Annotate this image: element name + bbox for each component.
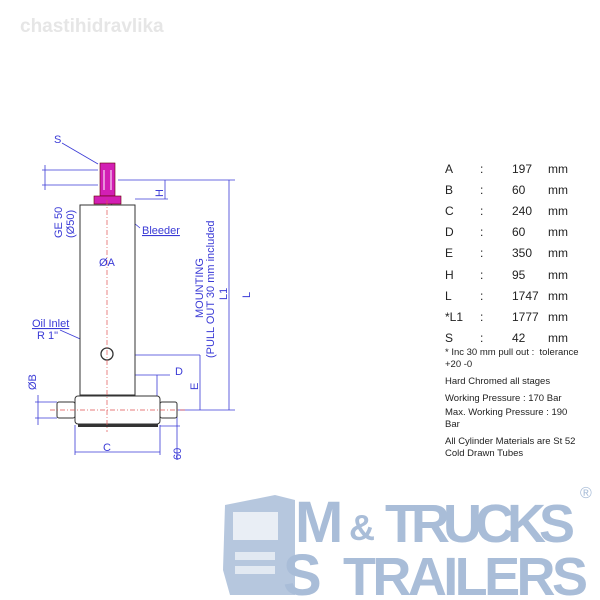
label-l: L bbox=[241, 292, 253, 298]
note-materials: All Cylinder Materials are St 52 Cold Dr… bbox=[445, 436, 576, 459]
note-working-pressure: Working Pressure : 170 Bar bbox=[445, 393, 562, 404]
cylinder-body bbox=[79, 204, 136, 396]
truck-icon bbox=[223, 495, 295, 595]
label-ge-dia: (Ø50) bbox=[65, 210, 77, 238]
note-pull-out: * Inc 30 mm pull out : tolerance +20 -0 bbox=[445, 347, 579, 370]
label-a: ØA bbox=[99, 257, 116, 269]
label-oil-inlet: Oil Inlet bbox=[32, 318, 69, 330]
logo-trucks: TRUCKS bbox=[385, 494, 575, 554]
label-bleeder: Bleeder bbox=[142, 225, 180, 237]
label-b: ØB bbox=[27, 374, 39, 390]
label-c: C bbox=[103, 442, 111, 454]
label-oil-inlet-size: R 1" bbox=[37, 330, 58, 342]
watermark: chastihidravlika bbox=[20, 16, 164, 37]
label-ge: GE 50 bbox=[53, 207, 65, 238]
spec-notes: * Inc 30 mm pull out : tolerance +20 -0 … bbox=[445, 347, 580, 465]
label-l1: L1 bbox=[218, 288, 230, 300]
top-eye bbox=[99, 162, 116, 197]
label-h: H bbox=[154, 189, 166, 197]
logo-ampersand: & bbox=[349, 507, 375, 548]
label-mounting: MOUNTING bbox=[194, 258, 206, 318]
note-chrome: Hard Chromed all stages bbox=[445, 376, 551, 387]
label-60: 60 bbox=[172, 448, 184, 460]
logo-m: M bbox=[295, 490, 343, 555]
label-pull-out: (PULL OUT 30 mm included bbox=[205, 220, 217, 358]
logo-registered: ® bbox=[580, 485, 592, 502]
label-s: S bbox=[54, 134, 61, 146]
label-e: E bbox=[189, 383, 201, 390]
logo-s: S bbox=[283, 543, 322, 600]
s-leader bbox=[61, 142, 99, 165]
logo-trailers: TRAILERS bbox=[343, 547, 588, 600]
company-logo: M S TRUCKS & TRAILERS ® bbox=[223, 485, 592, 600]
note-max-pressure: Max. Working Pressure : 190 Bar bbox=[445, 407, 568, 430]
label-d: D bbox=[175, 366, 183, 378]
